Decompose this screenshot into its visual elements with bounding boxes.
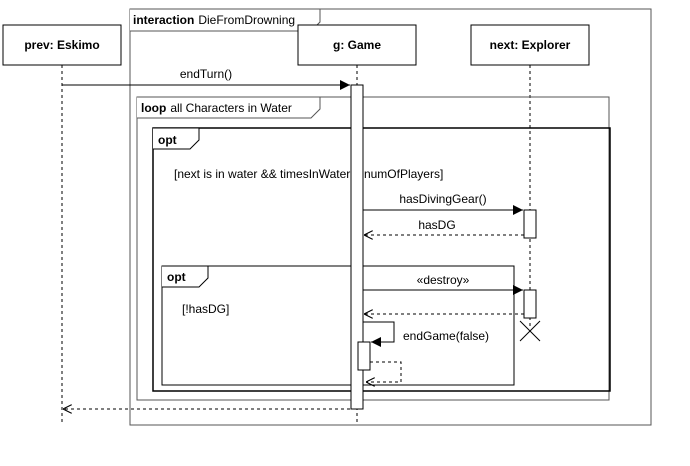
message-label-has-diving-gear: hasDivingGear() bbox=[399, 192, 486, 206]
opt-outer-keyword: opt bbox=[158, 133, 177, 147]
lifeline-head-eskimo[interactable] bbox=[2, 24, 122, 66]
activation-bar-explorer-2 bbox=[523, 289, 537, 319]
message-end-game-return bbox=[366, 361, 402, 382]
frame-keyword: interaction bbox=[133, 13, 194, 27]
activation-bar-game-self bbox=[357, 341, 371, 371]
message-has-diving-gear: hasDivingGear() bbox=[363, 192, 523, 215]
frame-title: DieFromDrowning bbox=[198, 13, 295, 27]
activation-bar-explorer-1 bbox=[523, 209, 537, 239]
lifeline-explorer: next: Explorer bbox=[470, 24, 590, 327]
loop-guard: all Characters in Water bbox=[170, 101, 292, 115]
message-label-end-turn: endTurn() bbox=[180, 67, 232, 81]
loop-keyword: loop bbox=[141, 101, 166, 115]
loop-fragment: loop all Characters in Water bbox=[136, 96, 610, 401]
interaction-frame: interaction DieFromDrowning bbox=[129, 8, 652, 426]
lifeline-label-eskimo: prev: Eskimo bbox=[24, 38, 99, 52]
activation-bar-game bbox=[350, 84, 364, 410]
opt-fragment-inner: opt [!hasDG] bbox=[161, 265, 515, 386]
message-label-end-game: endGame(false) bbox=[403, 329, 489, 343]
lifeline-label-explorer: next: Explorer bbox=[490, 38, 571, 52]
lifeline-label-game: g: Game bbox=[333, 38, 381, 52]
lifeline-eskimo: prev: Eskimo bbox=[2, 24, 122, 423]
message-has-dg-return: hasDG bbox=[364, 218, 524, 235]
opt-outer-guard: [next is in water && timesInWater = numO… bbox=[174, 167, 443, 181]
message-destroy: «destroy» bbox=[363, 273, 523, 295]
lifeline-head-explorer[interactable] bbox=[470, 24, 590, 66]
message-label-destroy: «destroy» bbox=[417, 273, 470, 287]
lifeline-head-game[interactable] bbox=[297, 24, 417, 66]
lifeline-game: g: Game bbox=[297, 24, 417, 423]
opt-fragment-outer: opt [next is in water && timesInWater = … bbox=[152, 127, 611, 392]
message-end-turn: endTurn() bbox=[62, 67, 350, 90]
message-end-game: endGame(false) bbox=[363, 321, 489, 347]
message-label-has-dg: hasDG bbox=[418, 218, 455, 232]
opt-inner-guard: [!hasDG] bbox=[182, 302, 229, 316]
destroy-x-icon bbox=[519, 320, 541, 342]
opt-inner-keyword: opt bbox=[167, 270, 186, 284]
